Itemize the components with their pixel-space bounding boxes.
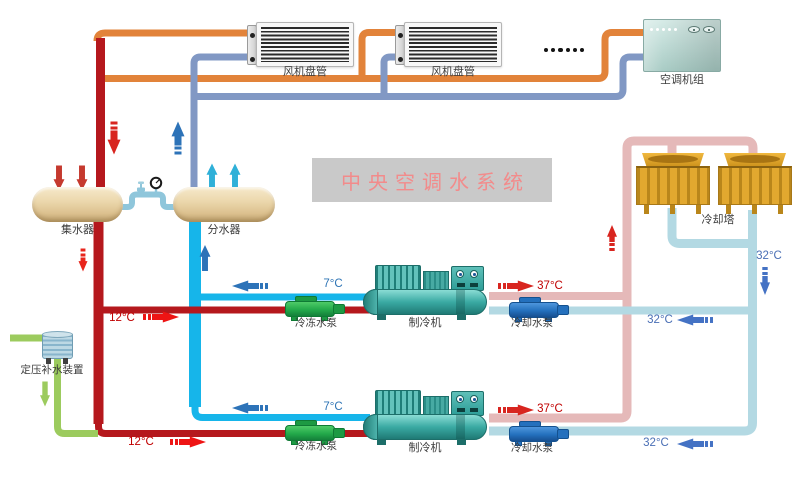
fan-coil-unit-1	[247, 22, 354, 67]
distributor-tank	[173, 187, 275, 222]
port-dot	[398, 33, 403, 38]
temperature-label: 37°C	[537, 403, 563, 415]
coil-fins	[261, 27, 349, 62]
pipe-makeup-water	[10, 334, 98, 437]
chiller-1-label: 制冷机	[408, 317, 442, 329]
temperature-label: 37°C	[537, 280, 563, 292]
flow-arrow-up	[229, 163, 241, 189]
flow-arrows-layer	[40, 121, 770, 450]
pipe-fan-coil-return	[93, 29, 644, 82]
chilled-water-pump-1	[285, 294, 347, 322]
fan-coil-body	[404, 22, 502, 67]
page-title: 中央空调水系统	[341, 171, 530, 194]
fan-coil-1-label: 风机盘管	[283, 66, 327, 78]
coil-fins	[409, 27, 497, 62]
gauge-dial-icon	[456, 270, 464, 278]
gauge-stem	[154, 187, 158, 193]
cooling-pump-1-label: 冷却水泵	[511, 317, 553, 329]
chiller-1	[363, 258, 487, 321]
flow-arrow-left	[677, 314, 713, 326]
flow-arrow-left	[677, 438, 713, 450]
chilled-pump-2-label: 冷冻水泵	[295, 440, 337, 452]
flow-arrow-up	[607, 225, 617, 251]
port-dot	[250, 57, 255, 62]
chilled-pump-1-label: 冷冻水泵	[295, 317, 337, 329]
ahu-knob-icon	[688, 26, 700, 33]
flow-arrow-right	[498, 280, 534, 292]
flow-arrow-right	[170, 436, 206, 448]
cooling-tower-label: 冷却塔	[701, 214, 735, 226]
cooling-tower-1	[636, 153, 710, 215]
temperature-label: 32°C	[756, 250, 782, 262]
gauge-dial-icon	[456, 395, 464, 403]
tower-body	[636, 166, 710, 205]
bypass-valve	[137, 187, 145, 192]
flow-arrow-left	[232, 402, 268, 414]
more-units-ellipsis	[544, 48, 585, 53]
port-dot	[398, 57, 403, 62]
distributor-label: 分水器	[207, 224, 241, 236]
temperature-label: 32°C	[643, 437, 669, 449]
cooling-tower-2	[718, 153, 792, 215]
ahu-label: 空调机组	[660, 74, 704, 86]
gauge-dial-icon	[470, 270, 478, 278]
fan-coil-body	[256, 22, 354, 67]
collector-label: 集水器	[61, 224, 94, 236]
cooling-pump-2-label: 冷却水泵	[511, 442, 553, 454]
chiller-2-label: 制冷机	[408, 442, 442, 454]
tower-body	[718, 166, 792, 205]
tower-basin	[642, 153, 704, 168]
flow-arrow-down	[78, 248, 88, 272]
flow-arrow-down	[107, 121, 121, 155]
temperature-label: 32°C	[647, 314, 673, 326]
chilled-water-pump-2	[285, 418, 347, 446]
flow-arrow-up	[206, 163, 218, 189]
makeup-water-tank	[42, 331, 73, 364]
evaporator-shell	[363, 289, 487, 315]
flow-arrow-down	[76, 165, 88, 191]
air-handling-unit	[643, 19, 721, 72]
flow-arrow-down	[40, 381, 50, 407]
makeup-device-label: 定压补水装置	[20, 364, 84, 376]
compressor-block	[375, 390, 421, 416]
flow-arrow-down	[760, 267, 770, 295]
compressor-block	[375, 265, 421, 291]
ahu-knob-icon	[703, 26, 715, 33]
flow-arrow-down	[53, 165, 65, 191]
flow-arrow-up	[199, 245, 211, 271]
gauge-dial-icon	[470, 395, 478, 403]
temperature-label: 7°C	[323, 278, 343, 290]
flow-arrow-right	[498, 404, 534, 416]
cooling-water-pump-2	[509, 419, 571, 447]
control-cabinet	[451, 266, 484, 291]
title-banner: 中央空调水系统	[312, 158, 552, 202]
temperature-label: 12°C	[109, 312, 135, 324]
temperature-label: 12°C	[128, 436, 154, 448]
bypass-pipe	[121, 176, 176, 210]
control-cabinet	[451, 391, 484, 416]
collector-tank	[32, 187, 123, 222]
flow-arrow-left	[232, 280, 268, 292]
cooling-water-pump-1	[509, 295, 571, 323]
flow-arrow-up	[171, 121, 185, 155]
evaporator-shell	[363, 414, 487, 440]
pipe-fan-coil-supply	[190, 53, 644, 191]
tower-basin	[724, 153, 786, 168]
fan-coil-unit-2	[395, 22, 502, 67]
fan-coil-2-label: 风机盘管	[431, 66, 475, 78]
port-dot	[250, 33, 255, 38]
chiller-2	[363, 383, 487, 446]
flow-arrow-right	[143, 311, 179, 323]
temperature-label: 7°C	[323, 401, 343, 413]
